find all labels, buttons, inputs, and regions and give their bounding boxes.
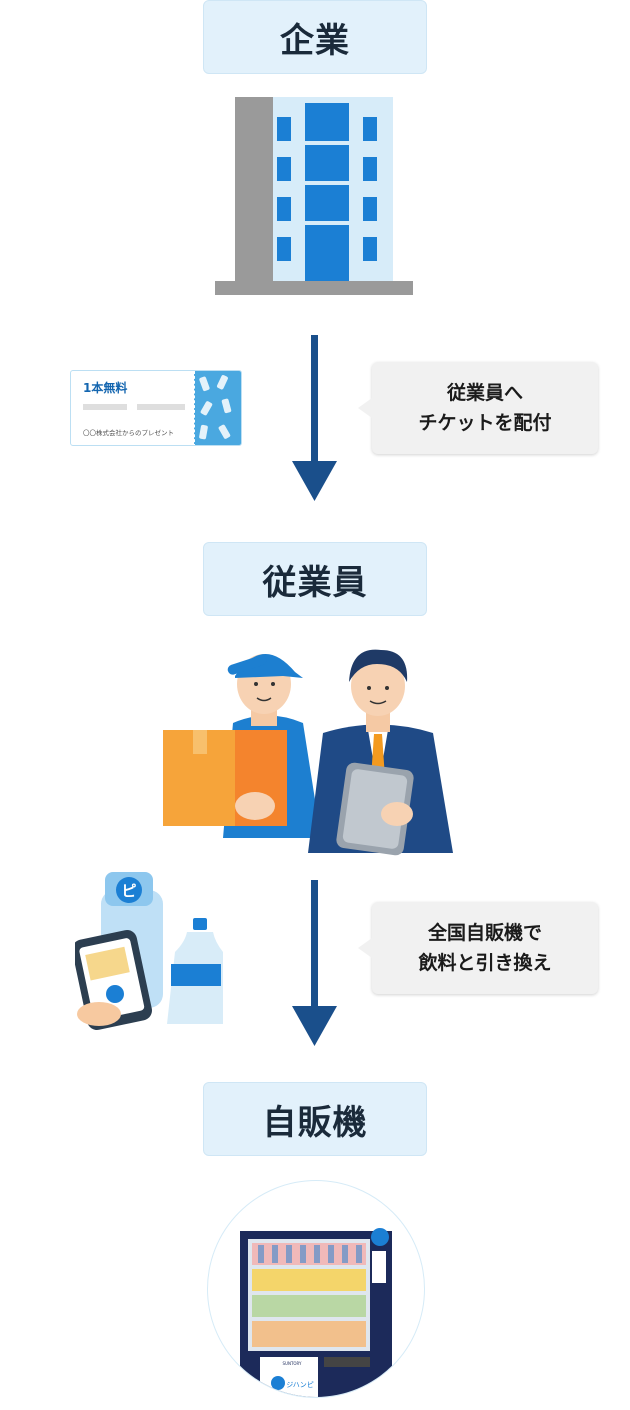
flow-arrow-1 xyxy=(292,335,337,501)
stage-label-vending: 自販機 xyxy=(203,1082,427,1156)
step1-line1: 従業員へ xyxy=(446,382,523,404)
step-bubble-exchange: 全国自販機で 飲料と引き換え xyxy=(358,902,598,994)
vending-brand: SUNTORY xyxy=(282,1361,302,1366)
ticket-subtitle: 〇〇株式会社からのプレゼント xyxy=(83,429,174,437)
employees-illustration xyxy=(163,649,453,856)
ticket-stub xyxy=(194,371,241,445)
step2-line2: 飲料と引き換え xyxy=(418,952,552,974)
ticket-title: 1本無料 xyxy=(83,381,128,395)
step-bubble-distribute: 従業員へ チケットを配付 xyxy=(358,362,598,454)
ticket-illustration: 1本無料 〇〇株式会社からのプレゼント xyxy=(70,370,242,446)
building-icon xyxy=(215,97,413,295)
vending-machine-icon: SUNTORY ジハンピ xyxy=(240,1228,392,1397)
flow-arrow-2 xyxy=(292,880,337,1046)
phone-bottle-illustration: ピ xyxy=(75,872,223,1030)
svg-text:ピ: ピ xyxy=(121,882,136,900)
step2-line1: 全国自販機で xyxy=(427,922,542,944)
step1-line2: チケットを配付 xyxy=(418,412,552,434)
vending-label: ジハンピ xyxy=(286,1381,314,1389)
stage-label-employee: 従業員 xyxy=(203,542,427,616)
vending-machine-circle: SUNTORY ジハンピ xyxy=(207,1180,425,1398)
stage-label-company: 企業 xyxy=(203,0,427,74)
